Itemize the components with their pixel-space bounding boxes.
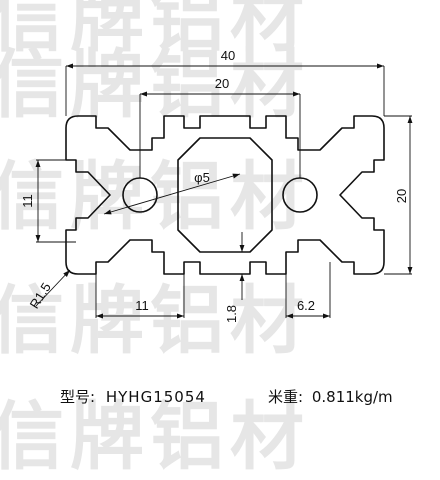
dim-bore: φ5 [194, 170, 210, 185]
dimension-lines [35, 63, 413, 319]
model-label: 型号: [60, 388, 96, 406]
dim-slot-opening: 6.2 [297, 298, 315, 313]
aluminium-profile-section [65, 115, 385, 275]
profile-outer-contour [65, 115, 385, 275]
dim-height: 20 [394, 189, 409, 203]
dim-center-distance: 20 [215, 76, 229, 91]
watermark-row-1: 信牌铝材 [0, 0, 310, 62]
watermark-row-4: 信牌铝材 [0, 278, 310, 364]
watermark-row-2: 信牌铝材 [0, 42, 310, 128]
profile-drawing: 40 20 20 11 11 φ5 R1.5 1.8 6.2 [20, 48, 413, 323]
dim-side-spacing: 11 [135, 298, 149, 313]
weight-caption: 米重: 0.811kg/m [268, 386, 393, 407]
dim-slot-spacing: 11 [20, 194, 35, 208]
weight-value: 0.811kg/m [311, 388, 393, 406]
weight-label: 米重: [268, 388, 304, 406]
dim-overall-width: 40 [221, 48, 235, 63]
dim-wall: 1.8 [224, 305, 239, 323]
right-core-bore [282, 177, 318, 213]
profile-center-cavity [177, 137, 273, 253]
model-value: HYHG15054 [105, 388, 206, 406]
dim-corner-radius: R1.5 [27, 280, 54, 311]
model-caption: 型号: HYHG15054 [60, 386, 206, 407]
